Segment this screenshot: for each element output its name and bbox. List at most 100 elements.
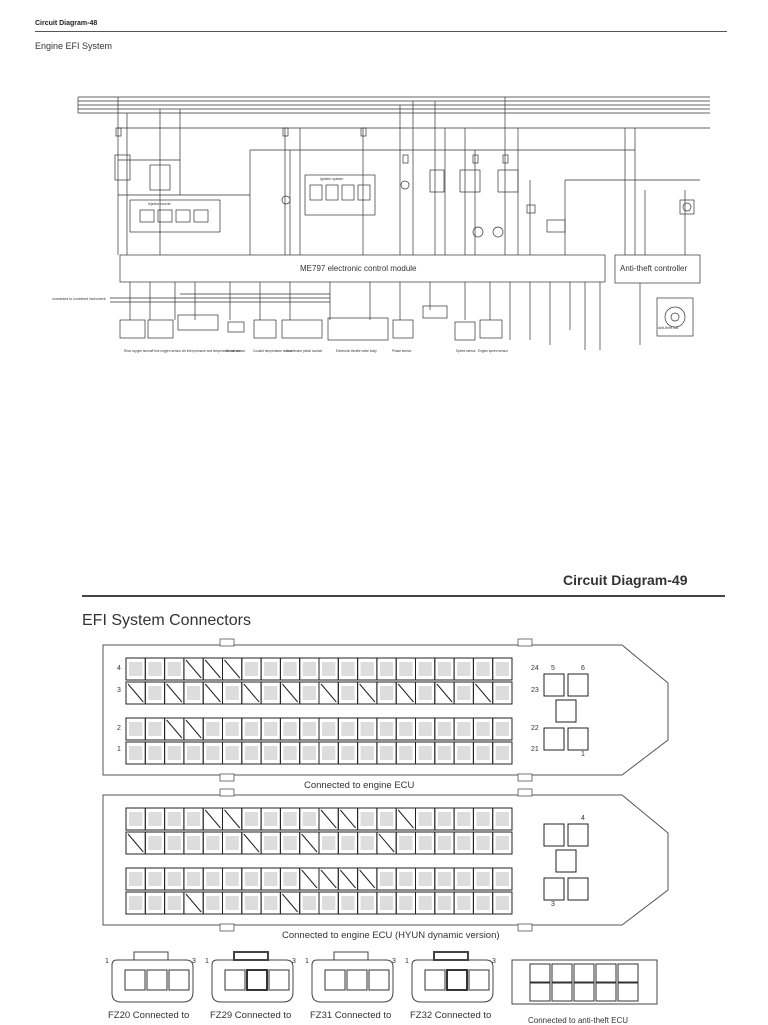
pin-text-blur bbox=[341, 722, 355, 736]
small-pin bbox=[324, 969, 346, 991]
empty-pin-mark bbox=[339, 869, 356, 889]
fz31-pin-right: 3 bbox=[392, 958, 396, 965]
pin-text-blur bbox=[186, 686, 201, 700]
pin-text-blur bbox=[129, 722, 143, 736]
pin-text-blur bbox=[418, 872, 432, 886]
small-pin bbox=[424, 969, 446, 991]
pin-text-blur bbox=[129, 746, 143, 760]
pin-text-blur bbox=[437, 872, 452, 886]
pin-text-blur bbox=[148, 872, 162, 886]
pin-text-blur bbox=[476, 896, 490, 910]
hyun-ecu-caption: Connected to engine ECU (HYUN dynamic ve… bbox=[282, 930, 500, 941]
pin-text-blur bbox=[457, 836, 471, 850]
pin-text-blur bbox=[399, 722, 413, 736]
anti-theft-pin bbox=[529, 963, 551, 983]
pin-text-blur bbox=[186, 746, 201, 760]
page-subtitle: Engine EFI System bbox=[35, 41, 113, 51]
pin-text-blur bbox=[341, 686, 355, 700]
pin-text-blur bbox=[283, 836, 297, 850]
anti-theft-pin bbox=[551, 982, 573, 1002]
pin-text-blur bbox=[129, 812, 143, 826]
connector-latch bbox=[517, 788, 533, 797]
pin-text-blur bbox=[148, 812, 162, 826]
pin-text-blur bbox=[186, 812, 201, 826]
side-pin-label: 5 bbox=[551, 665, 555, 672]
empty-pin-mark bbox=[359, 869, 376, 889]
pin-text-blur bbox=[476, 812, 490, 826]
row-pin-label-right: 23 bbox=[531, 687, 539, 694]
anti-theft-pin bbox=[595, 963, 617, 983]
pin-text-blur bbox=[148, 662, 162, 676]
pin-text-blur bbox=[399, 746, 413, 760]
component-label: Phase sensor bbox=[392, 349, 412, 353]
pin-text-blur bbox=[418, 662, 432, 676]
pin-text-blur bbox=[476, 836, 490, 850]
fz32-caption: FZ32 Connected to bbox=[410, 1010, 492, 1021]
pin-text-blur bbox=[148, 896, 162, 910]
empty-pin-mark bbox=[397, 683, 414, 703]
pin-text-blur bbox=[495, 872, 509, 886]
row-pin-label: 3 bbox=[117, 687, 121, 694]
component-label: Speed sensor bbox=[456, 349, 477, 353]
pin-text-blur bbox=[186, 872, 201, 886]
pin-text-blur bbox=[379, 812, 394, 826]
pin-text-blur bbox=[244, 662, 259, 676]
fz29-caption: FZ29 Connected to bbox=[210, 1010, 292, 1021]
pin-text-blur bbox=[437, 812, 452, 826]
pin-text-blur bbox=[399, 662, 413, 676]
pin-text-blur bbox=[437, 722, 452, 736]
pin-text-blur bbox=[418, 722, 432, 736]
pin-text-blur bbox=[360, 812, 374, 826]
small-pin bbox=[124, 969, 146, 991]
pin-text-blur bbox=[264, 662, 278, 676]
small-connectors bbox=[111, 951, 658, 1005]
empty-pin-mark bbox=[339, 809, 356, 829]
empty-pin-mark bbox=[243, 833, 260, 853]
fz29-pin-left: 1 bbox=[205, 958, 209, 965]
pin-text-blur bbox=[379, 746, 394, 760]
fz20-pin-left: 1 bbox=[105, 958, 109, 965]
pin-cell bbox=[492, 741, 513, 765]
side-pin-label: 3 bbox=[551, 901, 555, 908]
pin-text-blur bbox=[437, 896, 452, 910]
pin-text-blur bbox=[360, 746, 374, 760]
pin-text-blur bbox=[264, 746, 278, 760]
connector-latch bbox=[517, 923, 533, 932]
pin-text-blur bbox=[244, 746, 259, 760]
component-label: Engine speed sensor bbox=[478, 349, 509, 353]
pin-text-blur bbox=[341, 836, 355, 850]
anti-theft-pin bbox=[617, 963, 639, 983]
pin-text-blur bbox=[495, 686, 509, 700]
fz20-caption: FZ20 Connected to bbox=[108, 1010, 190, 1021]
pin-text-blur bbox=[418, 896, 432, 910]
pin-text-blur bbox=[283, 746, 297, 760]
row-pin-label: 1 bbox=[117, 746, 121, 753]
pin-text-blur bbox=[476, 722, 490, 736]
pin-text-blur bbox=[167, 746, 181, 760]
empty-pin-mark bbox=[166, 683, 183, 703]
component-label: Coolant temperature sensor bbox=[253, 349, 293, 353]
pin-text-blur bbox=[476, 662, 490, 676]
empty-pin-mark bbox=[320, 683, 337, 703]
pin-text-blur bbox=[167, 872, 181, 886]
empty-pin-mark bbox=[185, 659, 202, 679]
empty-pin-mark bbox=[224, 809, 241, 829]
pin-text-blur bbox=[225, 872, 239, 886]
pin-text-blur bbox=[379, 662, 394, 676]
anti-theft-pin bbox=[573, 982, 595, 1002]
pin-cell bbox=[492, 831, 513, 855]
pin-cell bbox=[492, 717, 513, 741]
pin-text-blur bbox=[341, 896, 355, 910]
hyun-ecu-connector-outline bbox=[102, 794, 669, 926]
efi-wiring-schematic: ME797 electronic control module Anti-the… bbox=[52, 96, 710, 353]
anti-theft-pin bbox=[551, 963, 573, 983]
connector-latch bbox=[219, 638, 235, 647]
pin-text-blur bbox=[457, 812, 471, 826]
small-pin bbox=[168, 969, 190, 991]
pin-text-blur bbox=[264, 896, 278, 910]
component-label: Air inlet pressure and temperature senso… bbox=[182, 349, 242, 353]
pin-text-blur bbox=[476, 872, 490, 886]
page49-header-rule bbox=[82, 595, 725, 597]
pin-text-blur bbox=[148, 836, 162, 850]
empty-pin-mark bbox=[320, 809, 337, 829]
